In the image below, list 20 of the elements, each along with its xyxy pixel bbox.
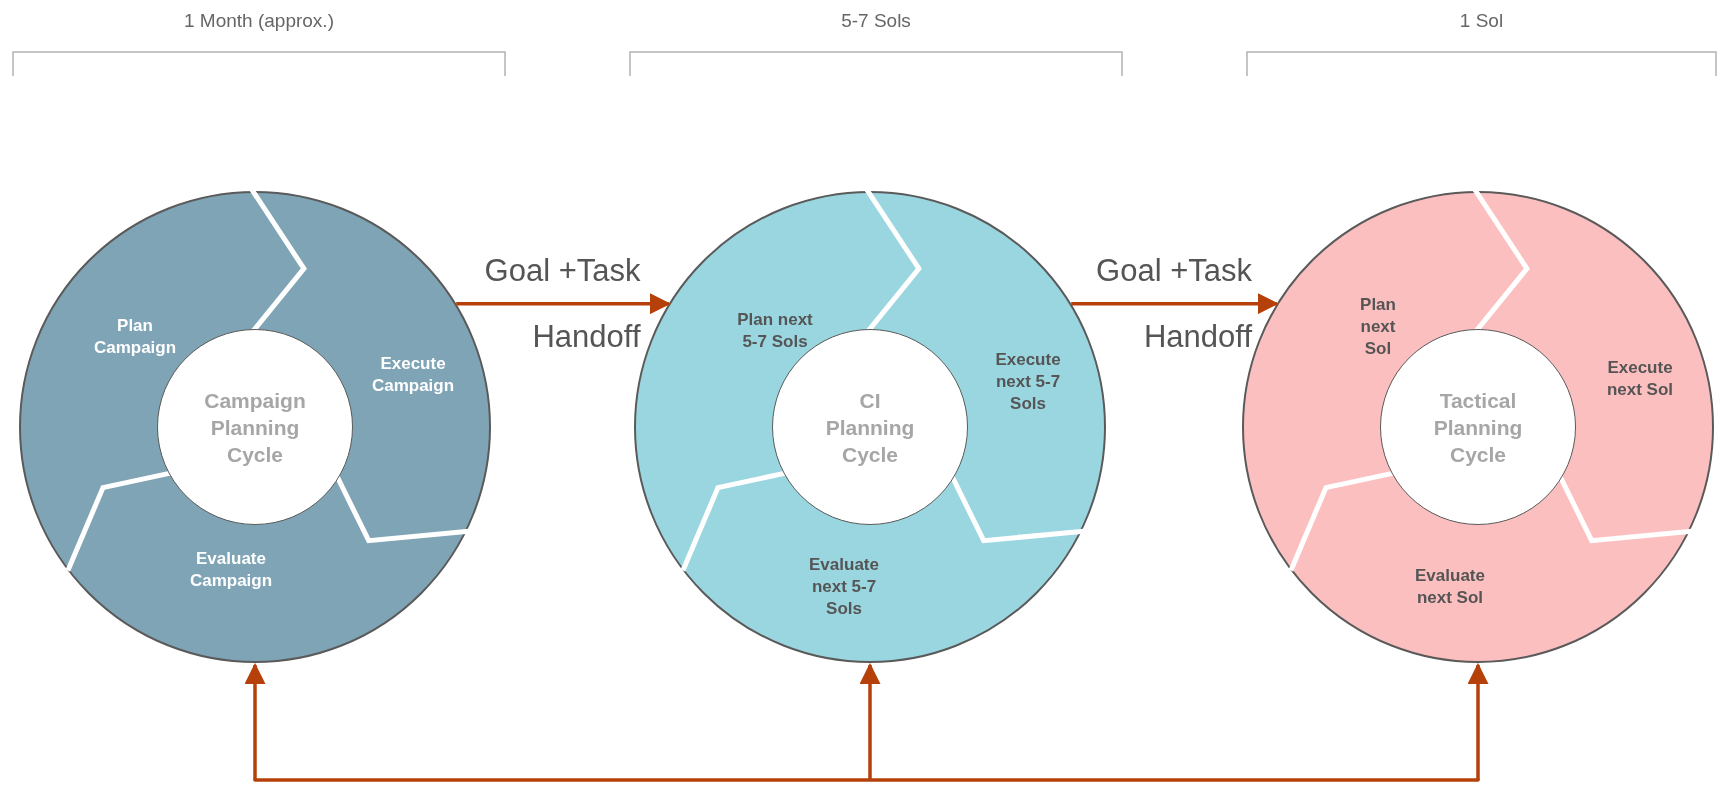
segment-label: Evaluate Campaign	[181, 548, 281, 592]
feedback-line	[253, 778, 1480, 782]
arrow	[1071, 293, 1279, 315]
arrow	[456, 293, 671, 315]
duration-label: 1 Sol	[1459, 10, 1504, 32]
segment-label: Plan next Sol	[1353, 294, 1403, 360]
edge-label: Goal +Task Handoff	[1095, 251, 1252, 356]
arrow	[244, 662, 266, 780]
segment-label: Plan Campaign	[85, 315, 185, 359]
segment-label: Evaluate next Sol	[1415, 565, 1485, 609]
edge-label: Goal +Task Handoff	[483, 251, 641, 356]
segment-label: Plan next 5-7 Sols	[734, 309, 816, 353]
arrow	[859, 662, 881, 780]
segment-label: Execute next 5-7 Sols	[987, 349, 1069, 415]
segment-label: Evaluate next 5-7 Sols	[803, 554, 885, 620]
arrow	[1467, 662, 1489, 780]
duration-label: 1 Month (approx.)	[184, 10, 334, 32]
segment-label: Execute Campaign	[363, 353, 463, 397]
duration-label: 5-7 Sols	[841, 10, 911, 32]
segment-label: Execute next Sol	[1605, 357, 1675, 401]
